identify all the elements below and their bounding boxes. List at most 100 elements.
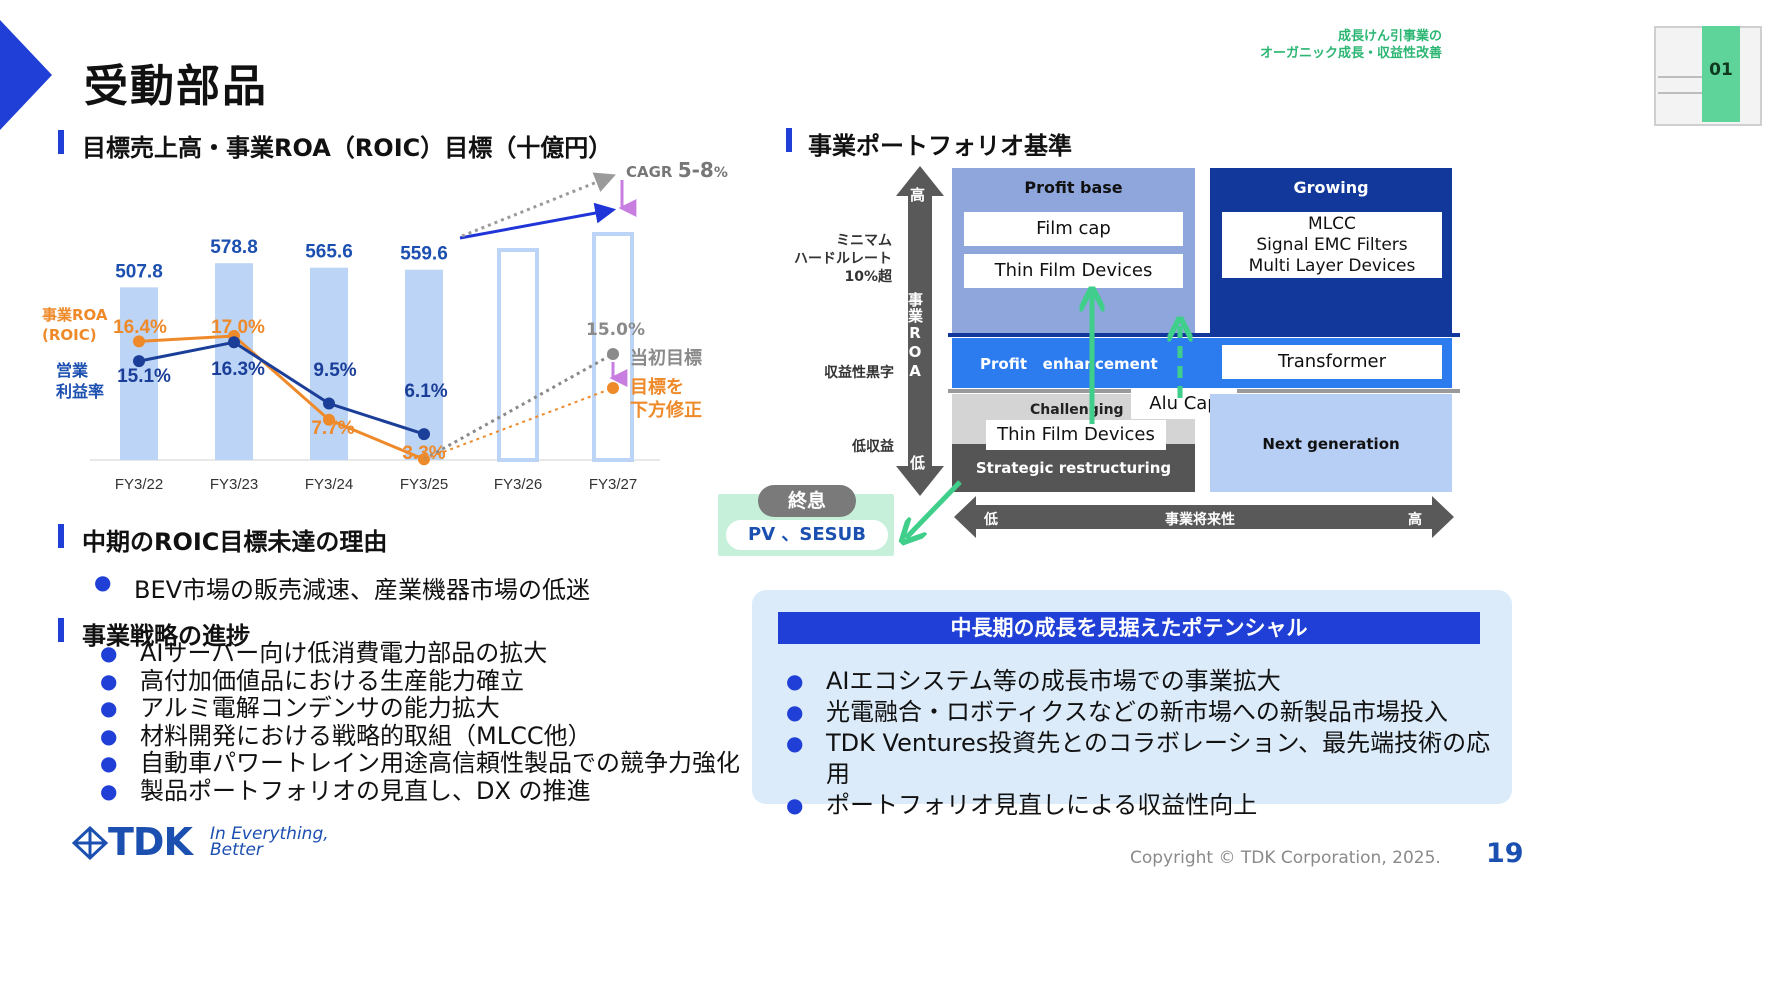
category-label: FY3/26 bbox=[494, 476, 542, 493]
sales-value-label: 578.8 bbox=[210, 237, 258, 258]
target-bar-outline bbox=[592, 232, 634, 462]
section-tab-indicator: 01 bbox=[1654, 16, 1770, 126]
growing-item: Multi Layer Devices bbox=[1248, 256, 1416, 276]
hurdle-line1: ミニマム bbox=[836, 233, 892, 249]
opm-point bbox=[418, 428, 430, 441]
category-label: FY3/25 bbox=[400, 476, 448, 493]
caption-line-2: オーガニック成長・収益性改善 bbox=[1259, 46, 1442, 61]
list-item: 材料開発における戦略的取組（MLCC他） bbox=[100, 722, 740, 751]
hurdle-line bbox=[948, 333, 1460, 337]
list-item: TDK Ventures投資先とのコラボレーション、最先端技術の応用 bbox=[786, 728, 1506, 790]
tagline-line1: In Everything, bbox=[210, 824, 329, 844]
roa-value-label: 16.4% bbox=[113, 317, 167, 338]
next-generation-label: Next generation bbox=[1262, 435, 1400, 453]
thin-film-devices-box: Thin Film Devices bbox=[964, 254, 1183, 288]
revised-target-point bbox=[607, 382, 619, 394]
portfolio-heading: 事業ポートフォリオ基準 bbox=[808, 132, 1072, 160]
page-number: 19 bbox=[1486, 838, 1524, 869]
x-axis-arrow bbox=[954, 496, 1454, 538]
roa-value-label: 7.7% bbox=[311, 418, 354, 439]
section-marker bbox=[58, 618, 64, 642]
cagr-unit: % bbox=[713, 165, 728, 181]
list-item: ポートフォリオ見直しによる収益性向上 bbox=[786, 790, 1506, 821]
legend-roa-line1: 事業ROA bbox=[42, 306, 108, 324]
x-axis-high: 高 bbox=[1408, 512, 1422, 528]
legend-opm-line2: 利益率 bbox=[56, 382, 105, 401]
strategy-list: AIサーバー向け低消費電力部品の拡大 高付加価値品における生産能力確立 アルミ電… bbox=[100, 639, 740, 806]
section-marker bbox=[786, 128, 792, 152]
y-label-low: 低収益 bbox=[852, 439, 894, 455]
opm-point bbox=[323, 397, 335, 410]
sales-bar bbox=[120, 287, 158, 460]
tagline-line2: Better bbox=[210, 840, 263, 860]
opm-value-label: 16.3% bbox=[211, 359, 265, 380]
potential-list: AIエコシステム等の成長市場での事業拡大 光電融合・ロボティクスなどの新市場への… bbox=[786, 666, 1506, 821]
y-axis-arrow bbox=[896, 166, 944, 496]
cagr-value: 5-8 bbox=[677, 158, 714, 182]
roa-value-label: 3.3% bbox=[402, 443, 445, 464]
restructuring-quadrant bbox=[952, 444, 1195, 492]
list-item: BEV市場の販売減速、産業機器市場の低迷 bbox=[94, 570, 694, 605]
sales-bar bbox=[215, 263, 253, 460]
tab-number: 01 bbox=[1709, 60, 1733, 80]
list-item: 製品ポートフォリオの見直し、DX の推進 bbox=[100, 777, 740, 806]
profit-enhancement-label: Profit enhancement bbox=[980, 355, 1158, 373]
tdk-logo-text: TDK bbox=[108, 820, 193, 864]
restructuring-label: Strategic restructuring bbox=[975, 459, 1172, 477]
initial-cagr-arrow bbox=[461, 172, 616, 238]
y-label-hurdle: ミニマム ハードルレート 10%超 bbox=[780, 232, 892, 286]
roa-point bbox=[133, 335, 145, 348]
category-label: FY3/24 bbox=[305, 476, 353, 493]
next-generation-quadrant bbox=[1210, 394, 1452, 492]
sales-target-heading: 目標売上高・事業ROA（ROIC）目標（十億円） bbox=[82, 134, 613, 162]
category-label: FY3/23 bbox=[210, 476, 258, 493]
initial-target-projection bbox=[423, 352, 614, 461]
initial-target-point bbox=[607, 348, 619, 360]
sales-bar bbox=[310, 267, 348, 460]
tdk-tagline: In Everything, Better bbox=[210, 824, 329, 860]
caption-line-1: 成長けん引事業の bbox=[1337, 29, 1442, 44]
tab-divider-2 bbox=[1658, 92, 1702, 94]
list-item: AIサーバー向け低消費電力部品の拡大 bbox=[100, 639, 740, 668]
x-axis-low: 低 bbox=[984, 512, 998, 528]
legend-roa: 事業ROA (ROIC) bbox=[42, 305, 108, 345]
initial-target-value: 15.0% bbox=[586, 320, 645, 340]
section-marker bbox=[58, 524, 64, 548]
challenging-label: Challenging bbox=[1030, 402, 1124, 418]
category-label: FY3/27 bbox=[589, 476, 637, 493]
roic-reason-heading: 中期のROIC目標未達の理由 bbox=[82, 528, 388, 556]
revised-target-projection bbox=[423, 387, 614, 461]
cagr-arrow bbox=[459, 202, 617, 240]
thin-film-devices-box-2: Thin Film Devices bbox=[986, 420, 1166, 450]
growing-item: MLCC bbox=[1308, 214, 1356, 234]
hurdle-line2: ハードルレート bbox=[794, 251, 892, 267]
x-axis-label: 事業将来性 bbox=[1165, 512, 1235, 528]
y-label-profit: 収益性黒字 bbox=[824, 365, 894, 381]
sales-value-label: 559.6 bbox=[400, 244, 448, 265]
initial-target-label: 当初目標 bbox=[630, 348, 702, 369]
profit-base-label: Profit base bbox=[1024, 178, 1123, 197]
category-label: FY3/22 bbox=[115, 476, 163, 493]
opm-point bbox=[228, 336, 240, 349]
legend-opm: 営業 利益率 bbox=[56, 360, 104, 402]
sales-value-label: 507.8 bbox=[115, 261, 163, 282]
section-marker bbox=[58, 130, 64, 154]
list-item: 光電融合・ロボティクスなどの新市場への新製品市場投入 bbox=[786, 697, 1506, 728]
opm-value-label: 9.5% bbox=[313, 360, 356, 381]
cagr-label: CAGR 5-8% bbox=[626, 158, 728, 182]
roa-line bbox=[138, 334, 425, 461]
y-axis-label: 事業ROA bbox=[906, 292, 924, 381]
y-axis-high: 高 bbox=[910, 186, 926, 204]
legend-roa-line2: (ROIC) bbox=[42, 326, 97, 344]
top-right-caption: 成長けん引事業の オーガニック成長・収益性改善 bbox=[1240, 28, 1442, 62]
exit-items: PV 、SESUB bbox=[726, 520, 888, 550]
revised-line2: 下方修正 bbox=[630, 400, 702, 421]
copyright: Copyright © TDK Corporation, 2025. bbox=[1130, 848, 1441, 868]
opm-value-label: 15.1% bbox=[117, 366, 171, 387]
legend-opm-line1: 営業 bbox=[56, 361, 89, 380]
tab-active bbox=[1702, 26, 1740, 122]
list-item: AIエコシステム等の成長市場での事業拡大 bbox=[786, 666, 1506, 697]
opm-point bbox=[133, 355, 145, 368]
growing-label: Growing bbox=[1293, 178, 1369, 197]
